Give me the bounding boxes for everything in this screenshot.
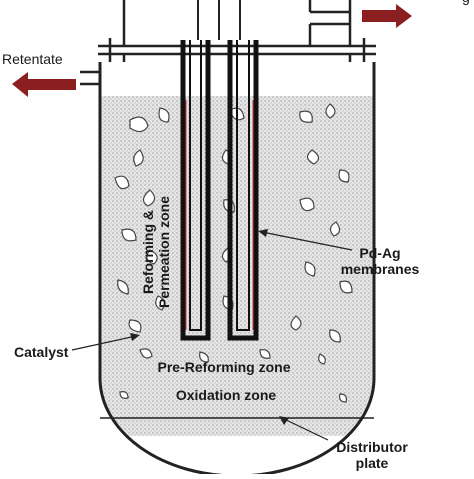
- distributor-label-1: Distributor: [336, 439, 408, 455]
- arrow-left-icon: [12, 72, 76, 97]
- membranes-label-1: Pd-Ag: [359, 245, 400, 261]
- arrow-right-icon: [362, 4, 412, 28]
- catalyst-label: Catalyst: [14, 344, 69, 360]
- pd-ag-membranes: [180, 0, 259, 341]
- retentate-arrow: Retentate: [2, 51, 76, 97]
- svg-text:Reforming &: Reforming &: [140, 210, 156, 294]
- membranes-callout: Pd-Ag membranes: [258, 229, 420, 277]
- retentate-label: Retentate: [2, 51, 63, 67]
- distributor-label-2: plate: [356, 455, 389, 471]
- svg-text:Permeation zone: Permeation zone: [156, 196, 172, 308]
- reforming-zone-label: Reforming & Permeation zone: [140, 196, 172, 308]
- pre-reforming-zone-label: Pre-Reforming zone: [157, 359, 290, 375]
- feed-label-clipped: g: [462, 0, 470, 5]
- membrane-left: [180, 40, 211, 341]
- oxidation-zone-label: Oxidation zone: [176, 387, 277, 403]
- membranes-label-2: membranes: [341, 261, 420, 277]
- membrane-right: [227, 40, 259, 341]
- feed-arrow: g: [362, 0, 470, 28]
- distributor-callout: Distributor plate: [279, 416, 408, 471]
- catalyst-callout: Catalyst: [14, 333, 140, 360]
